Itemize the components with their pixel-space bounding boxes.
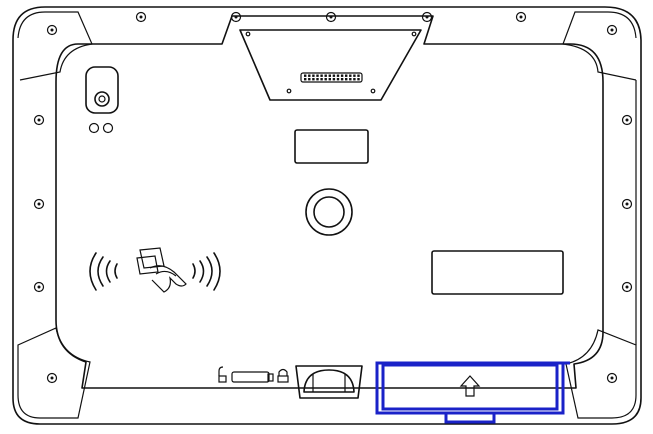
connector-pin xyxy=(357,74,360,77)
connector-pins xyxy=(304,74,360,81)
screw-center xyxy=(610,28,614,32)
connector-pin xyxy=(345,74,348,77)
connector-pin xyxy=(340,74,344,77)
bumper-bottom-left xyxy=(17,327,91,419)
connector-pin xyxy=(332,78,336,81)
connector-pin xyxy=(345,78,348,81)
screw xyxy=(46,24,58,36)
screw-center xyxy=(37,285,41,289)
connector-pin xyxy=(316,78,319,81)
connector-pin xyxy=(308,74,311,77)
connector-pin xyxy=(320,78,323,81)
outer-frame xyxy=(12,6,642,425)
connector-pin xyxy=(353,74,356,77)
screw-center xyxy=(37,202,41,206)
connector-pin xyxy=(312,78,315,81)
lock-icon xyxy=(277,368,289,383)
screw-center xyxy=(139,15,143,19)
nfc-contactless-icon xyxy=(89,247,221,293)
connector-pin xyxy=(328,74,331,77)
camera-housing xyxy=(85,66,119,114)
connector-pin xyxy=(357,78,360,81)
connector-pin xyxy=(332,74,336,77)
bumper-top-left xyxy=(17,11,93,81)
docking-plate xyxy=(239,29,422,101)
camera-icon xyxy=(94,91,110,107)
docking-connector xyxy=(300,72,363,83)
camera-lens-inner xyxy=(98,95,106,103)
bumper-top-right xyxy=(562,11,637,81)
screw xyxy=(286,88,292,94)
screw xyxy=(46,372,58,384)
connector-pin xyxy=(340,78,344,81)
screw-center xyxy=(625,202,629,206)
connector-pin xyxy=(336,74,340,77)
flash-led-right xyxy=(102,122,114,134)
screw-center xyxy=(37,118,41,122)
unlock-icon xyxy=(218,366,227,383)
screw-center xyxy=(519,15,523,19)
connector-pin xyxy=(324,78,327,81)
connector-pin xyxy=(304,78,307,81)
connector-pin xyxy=(324,74,327,77)
lock-slider[interactable] xyxy=(231,371,274,383)
bottom-recess xyxy=(295,365,363,399)
screw-center xyxy=(329,15,333,19)
screw xyxy=(606,372,618,384)
screw xyxy=(411,31,417,37)
label-plate-right xyxy=(431,250,564,295)
screw xyxy=(33,114,45,126)
connector-pin xyxy=(349,78,352,81)
screw-center xyxy=(625,285,629,289)
inner-back-panel xyxy=(55,15,604,389)
connector-pin xyxy=(320,74,323,77)
screw-center xyxy=(50,376,54,380)
connector-pin xyxy=(304,74,307,77)
connector-pin xyxy=(349,74,352,77)
center-button-outer[interactable] xyxy=(305,188,353,236)
connector-pin xyxy=(336,78,340,81)
screw xyxy=(621,198,633,210)
connector-pin xyxy=(316,74,319,77)
screw xyxy=(245,31,251,37)
screw xyxy=(621,114,633,126)
screw xyxy=(515,11,527,23)
bumper-bottom-right xyxy=(565,329,637,419)
screw xyxy=(370,88,376,94)
center-button-inner[interactable] xyxy=(313,196,345,228)
screw xyxy=(135,11,147,23)
connector-pin xyxy=(328,78,331,81)
screw xyxy=(230,11,242,23)
screw-center xyxy=(234,15,238,19)
screw xyxy=(606,24,618,36)
screw-center xyxy=(610,376,614,380)
screw xyxy=(325,11,337,23)
label-plate-top xyxy=(294,129,369,164)
connector-pin xyxy=(308,78,311,81)
connector-pin xyxy=(353,78,356,81)
screw xyxy=(33,198,45,210)
screw xyxy=(421,11,433,23)
bottom-recess-inner xyxy=(303,369,355,393)
upload-arrow-icon xyxy=(459,375,481,397)
highlighted-battery-door[interactable] xyxy=(375,361,570,424)
flash-led-left xyxy=(88,122,100,134)
screw xyxy=(33,281,45,293)
screw xyxy=(621,281,633,293)
screw-set xyxy=(33,11,633,384)
connector-pin xyxy=(312,74,315,77)
screw-center xyxy=(425,15,429,19)
screw-center xyxy=(50,28,54,32)
screw-center xyxy=(625,118,629,122)
